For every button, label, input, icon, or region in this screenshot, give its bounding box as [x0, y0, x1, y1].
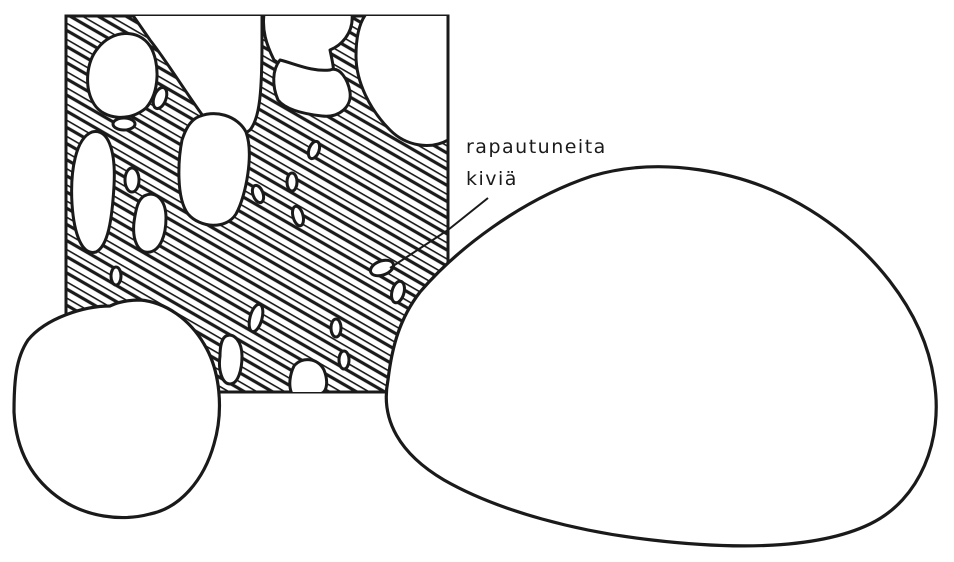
- pebble: [339, 351, 349, 369]
- stone-fragment: [134, 194, 166, 252]
- pebble: [287, 173, 297, 191]
- stone-fragment: [179, 114, 249, 226]
- stone-fragment: [290, 360, 327, 394]
- right-boulder: [386, 167, 936, 546]
- annotation-line-2: kiviä: [466, 168, 518, 190]
- stone-fragment: [88, 33, 157, 117]
- pebble: [125, 168, 139, 192]
- left-boulder: [14, 300, 219, 518]
- pebble: [113, 118, 135, 130]
- pebble: [331, 319, 341, 337]
- stone-fragment: [219, 335, 242, 384]
- pebble: [111, 267, 121, 285]
- stone-fragment: [72, 132, 115, 253]
- annotation-line-1: rapautuneita: [466, 136, 607, 158]
